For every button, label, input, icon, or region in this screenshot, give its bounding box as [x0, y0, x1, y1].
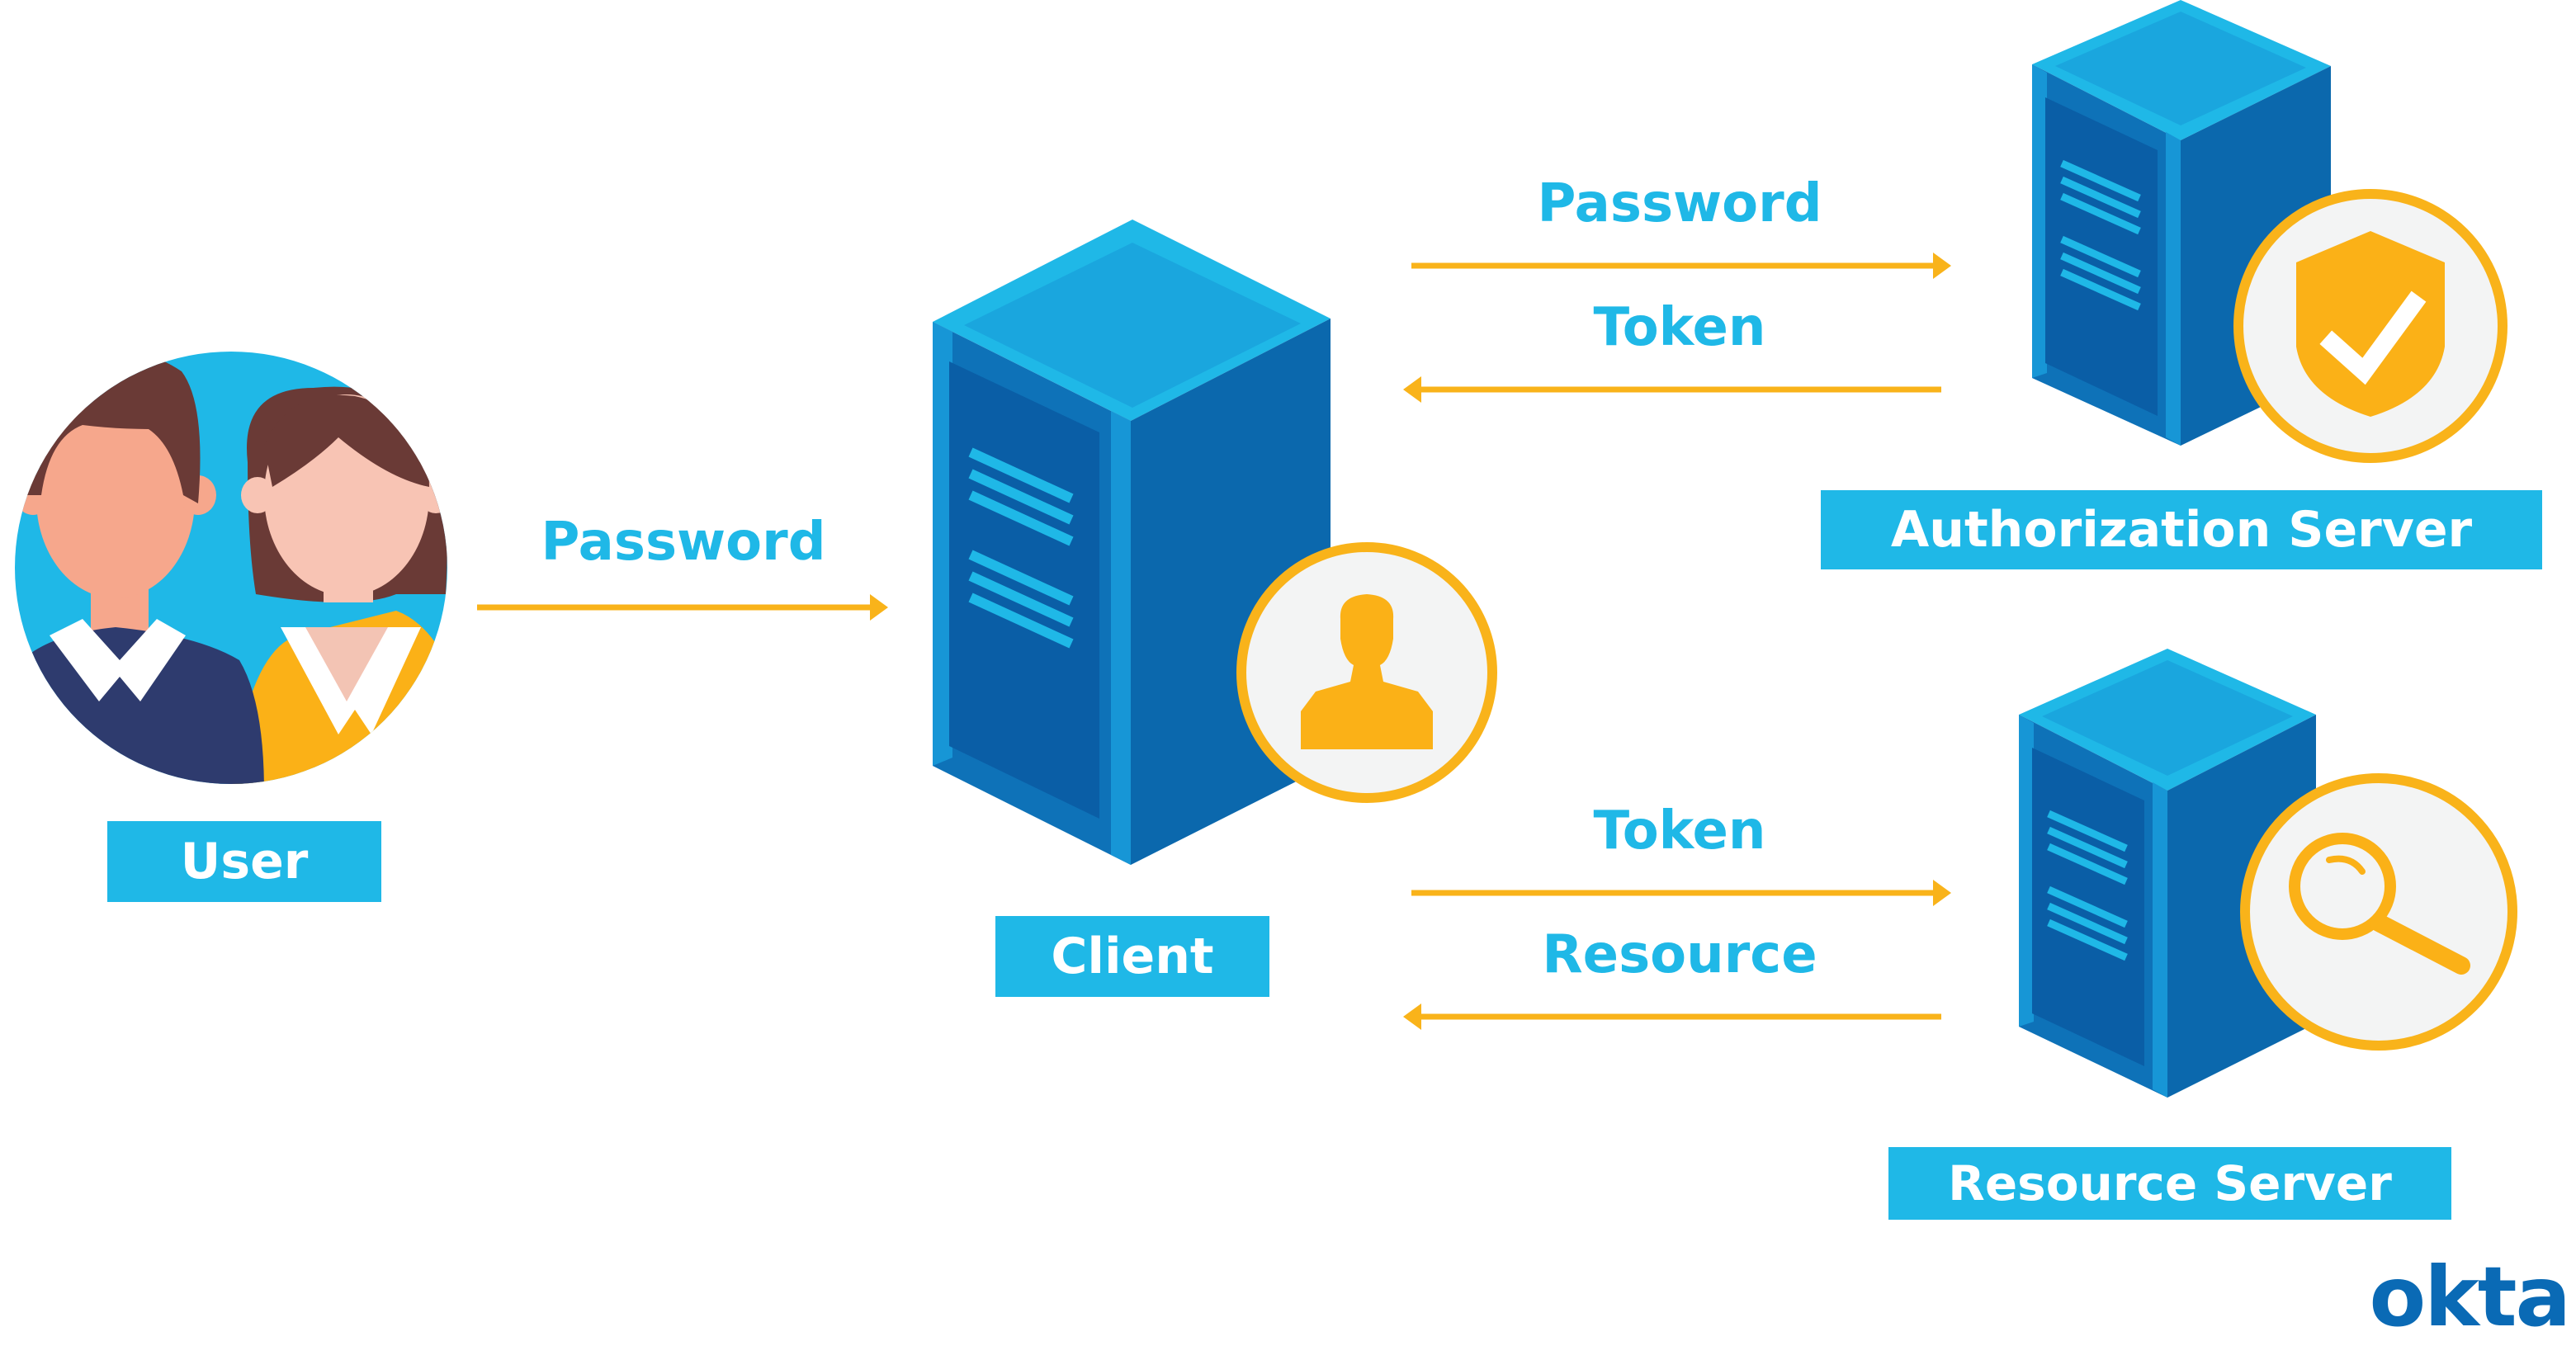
- okta-logo: okta: [2369, 1249, 2571, 1345]
- magnifier-icon: [2289, 833, 2470, 975]
- arrow-client-to-auth: [1411, 253, 1951, 279]
- woman-avatar-icon: [231, 386, 447, 784]
- edge-label-client-to-resource: Token: [1593, 800, 1766, 862]
- arrow-user-to-client: [477, 594, 888, 621]
- edge-label-resource-to-client: Resource: [1542, 924, 1817, 985]
- arrow-resource-to-client: [1403, 1003, 1941, 1030]
- node-label-resource-server: Resource Server: [1888, 1147, 2451, 1220]
- node-label-client: Client: [995, 916, 1269, 997]
- node-label-user: User: [107, 821, 381, 902]
- resource-server-badge: [2240, 773, 2517, 1051]
- arrow-client-to-resource: [1411, 880, 1951, 906]
- arrow-auth-to-client: [1403, 376, 1941, 403]
- person-icon: [1301, 594, 1433, 749]
- edge-label-auth-to-client: Token: [1593, 297, 1766, 358]
- user-illustration: [15, 352, 447, 784]
- authorization-server-badge: [2233, 189, 2507, 463]
- arrows: [477, 253, 1951, 1030]
- edge-label-user-to-client: Password: [541, 512, 826, 573]
- edge-label-client-to-auth: Password: [1537, 173, 1822, 234]
- client-server-icon: [933, 220, 1331, 865]
- shield-check-icon: [2296, 231, 2445, 417]
- client-badge: [1236, 542, 1497, 803]
- node-label-authorization-server: Authorization Server: [1821, 490, 2542, 569]
